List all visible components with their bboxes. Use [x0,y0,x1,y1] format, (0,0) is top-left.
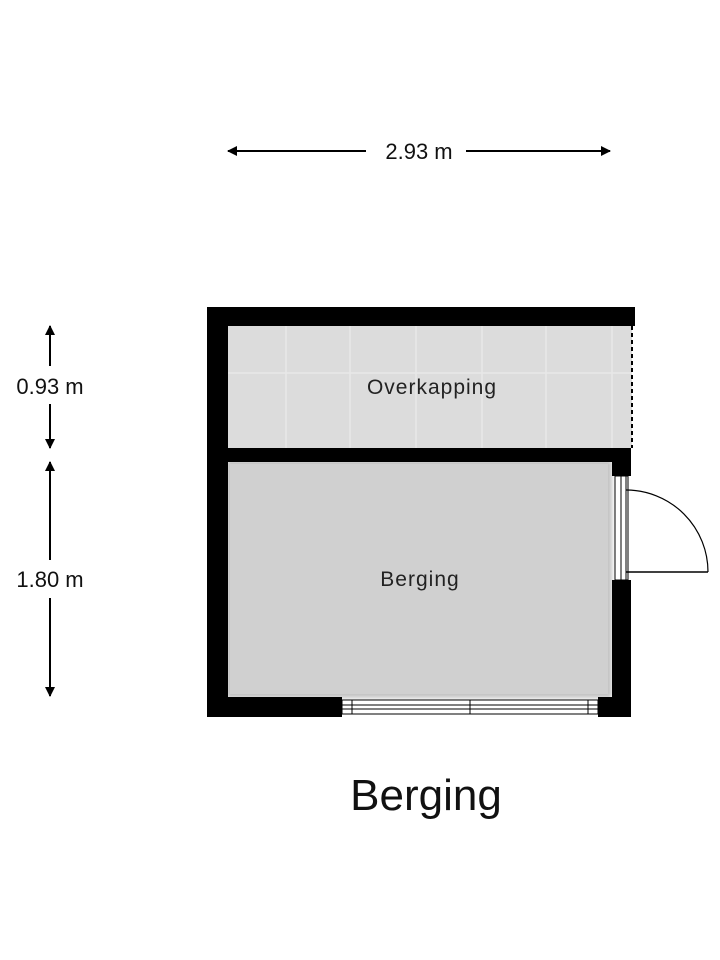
depth-bottom-dimension: 1.80 m [16,461,84,697]
width-dimension: 2.93 m [227,139,611,164]
door [614,475,709,581]
plan-title: Berging [350,771,502,820]
berging-label: Berging [380,568,459,591]
depth-top-dimension: 0.93 m [16,325,84,449]
berging-area [226,460,612,698]
depth-bottom-dimension-label: 1.80 m [16,567,83,592]
walls [207,307,635,717]
window [341,699,599,715]
overkapping-area [228,326,633,448]
overkapping-label: Overkapping [367,376,497,399]
width-dimension-label: 2.93 m [385,139,452,164]
depth-top-dimension-label: 0.93 m [16,374,83,399]
